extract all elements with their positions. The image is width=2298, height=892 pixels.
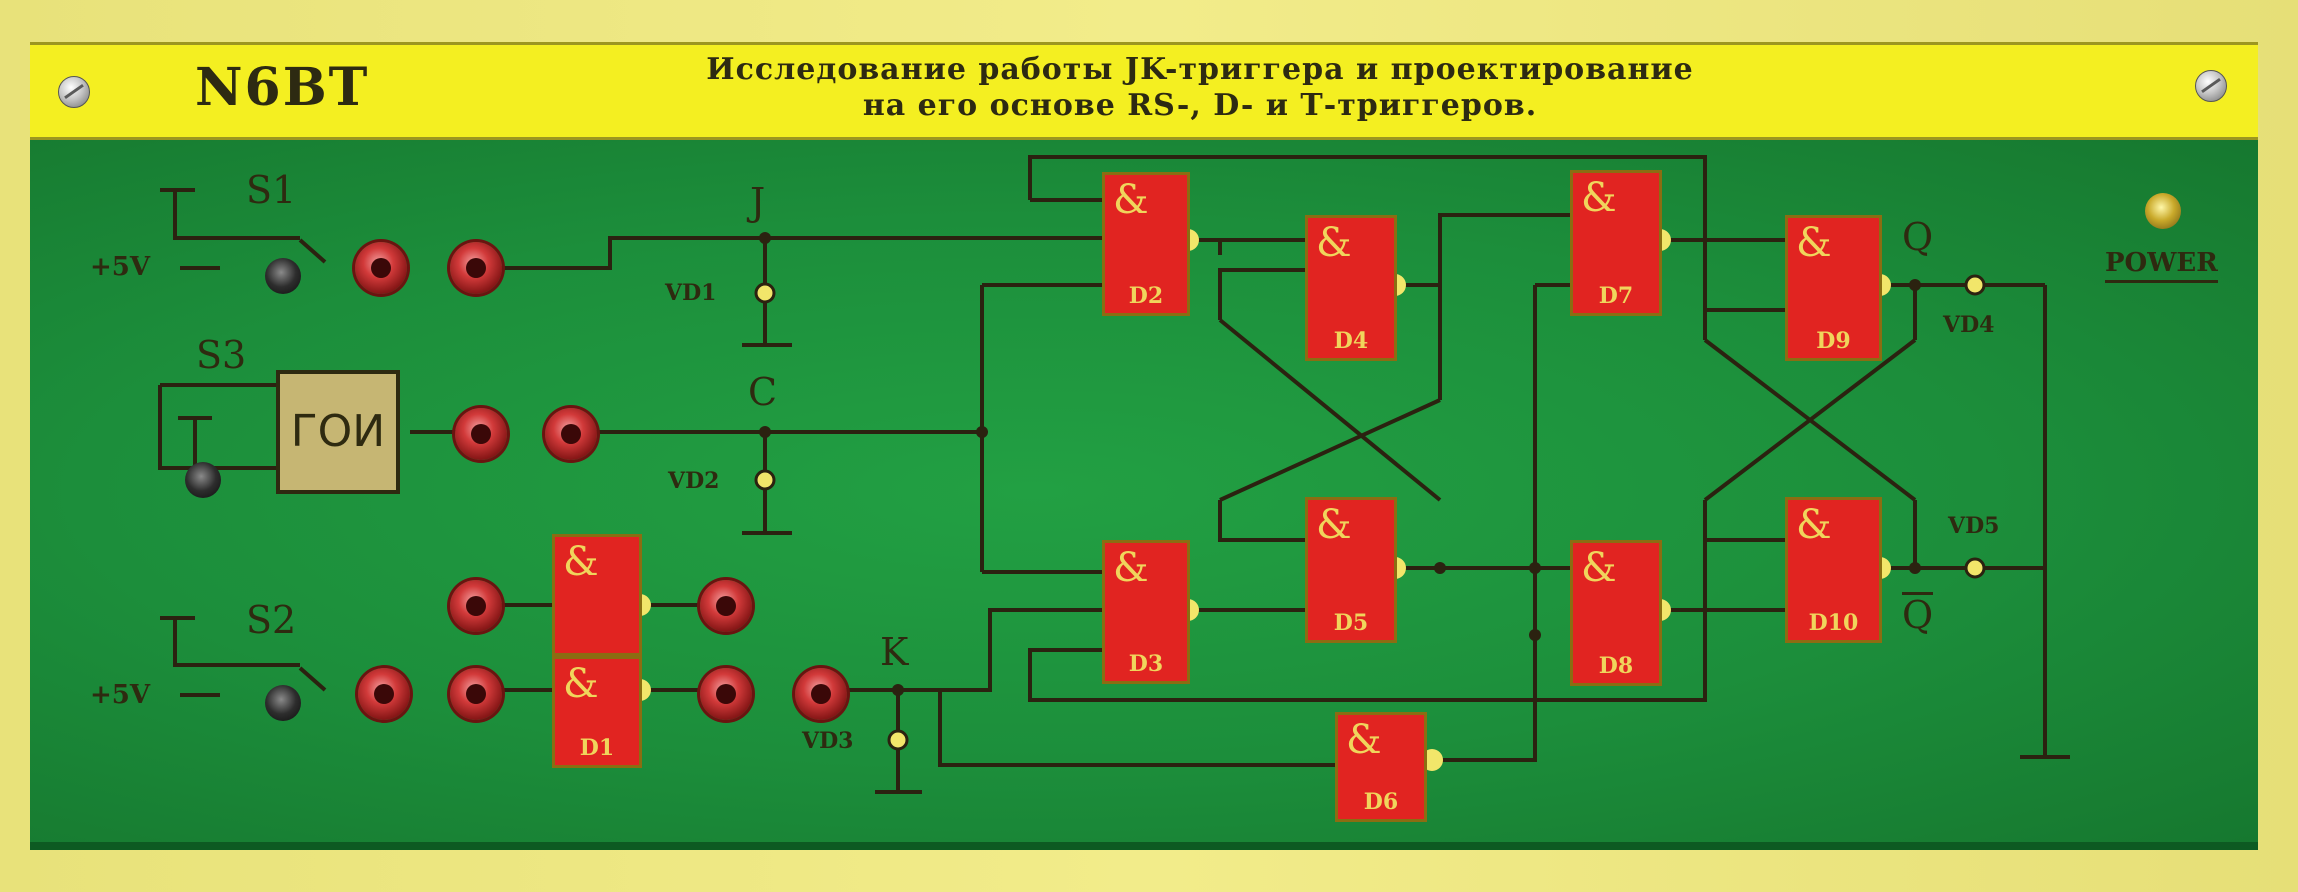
screw-icon <box>58 76 90 108</box>
jack-goi-out[interactable] <box>455 408 507 460</box>
panel-id: N6BT <box>195 57 370 118</box>
gate-d5-label: D5 <box>1333 610 1369 636</box>
header-strip <box>30 42 2258 140</box>
jack-s1-out[interactable] <box>355 242 407 294</box>
supply-top-label: +5V <box>90 252 151 282</box>
gate-d4-label: D4 <box>1333 328 1369 354</box>
switch-s2-toggle[interactable] <box>265 685 301 721</box>
input-k-label: K <box>880 630 909 674</box>
jack-j-in[interactable] <box>450 242 502 294</box>
jack-d1-in2[interactable] <box>450 668 502 720</box>
led-vd2-label: VD2 <box>668 468 720 494</box>
jack-d1-out1[interactable] <box>700 580 752 632</box>
gate-d1-label: D1 <box>579 735 615 761</box>
input-j-label: J <box>750 180 766 224</box>
gate-d7-label: D7 <box>1598 283 1634 309</box>
gate-d2: & D2 <box>1102 172 1190 316</box>
pulse-generator: ГОИ <box>276 370 400 494</box>
gate-d1: & D1 <box>552 656 642 768</box>
gate-d8: & D8 <box>1570 540 1662 686</box>
gate-d6: & D6 <box>1335 712 1427 822</box>
gate-d4: & D4 <box>1305 215 1397 361</box>
gate-d9: & D9 <box>1785 215 1882 361</box>
output-q-bar-label: Q <box>1902 592 1934 637</box>
gate-d6-label: D6 <box>1363 789 1399 815</box>
led-vd5-label: VD5 <box>1948 513 2000 539</box>
jack-k-in[interactable] <box>795 668 847 720</box>
led-vd4-label: VD4 <box>1943 312 1995 338</box>
jack-d1-in1[interactable] <box>450 580 502 632</box>
power-label: POWER <box>2105 248 2218 283</box>
jack-s2-out[interactable] <box>358 668 410 720</box>
switch-s1-label: S1 <box>246 168 297 212</box>
switch-s3-toggle[interactable] <box>185 462 221 498</box>
gate-d3: & D3 <box>1102 540 1190 684</box>
switch-s1-toggle[interactable] <box>265 258 301 294</box>
gate-d1a: & <box>552 534 642 656</box>
gate-d5: & D5 <box>1305 497 1397 643</box>
input-c-label: C <box>748 370 778 414</box>
switch-s3-label: S3 <box>196 333 247 377</box>
supply-bottom-label: +5V <box>90 680 151 710</box>
led-vd1-label: VD1 <box>665 280 717 306</box>
gate-d9-label: D9 <box>1816 328 1851 354</box>
gate-d3-label: D3 <box>1128 651 1164 677</box>
gate-d7: & D7 <box>1570 170 1662 316</box>
led-vd3-label: VD3 <box>802 728 854 754</box>
jack-c-in[interactable] <box>545 408 597 460</box>
gate-d8-label: D8 <box>1598 653 1634 679</box>
switch-s2-label: S2 <box>246 598 297 642</box>
screw-icon <box>2195 70 2227 102</box>
gate-d10: & D10 <box>1785 497 1882 643</box>
gate-d10-label: D10 <box>1808 610 1859 636</box>
gate-d2-label: D2 <box>1128 283 1164 309</box>
title-line-2: на его основе RS-, D- и Т-триггеров. <box>862 88 1538 123</box>
jack-d1-out2[interactable] <box>700 668 752 720</box>
title-line-1: Исследование работы JK-триггера и проект… <box>706 52 1694 87</box>
power-indicator-icon <box>2145 193 2181 229</box>
output-q-label: Q <box>1902 215 1934 259</box>
